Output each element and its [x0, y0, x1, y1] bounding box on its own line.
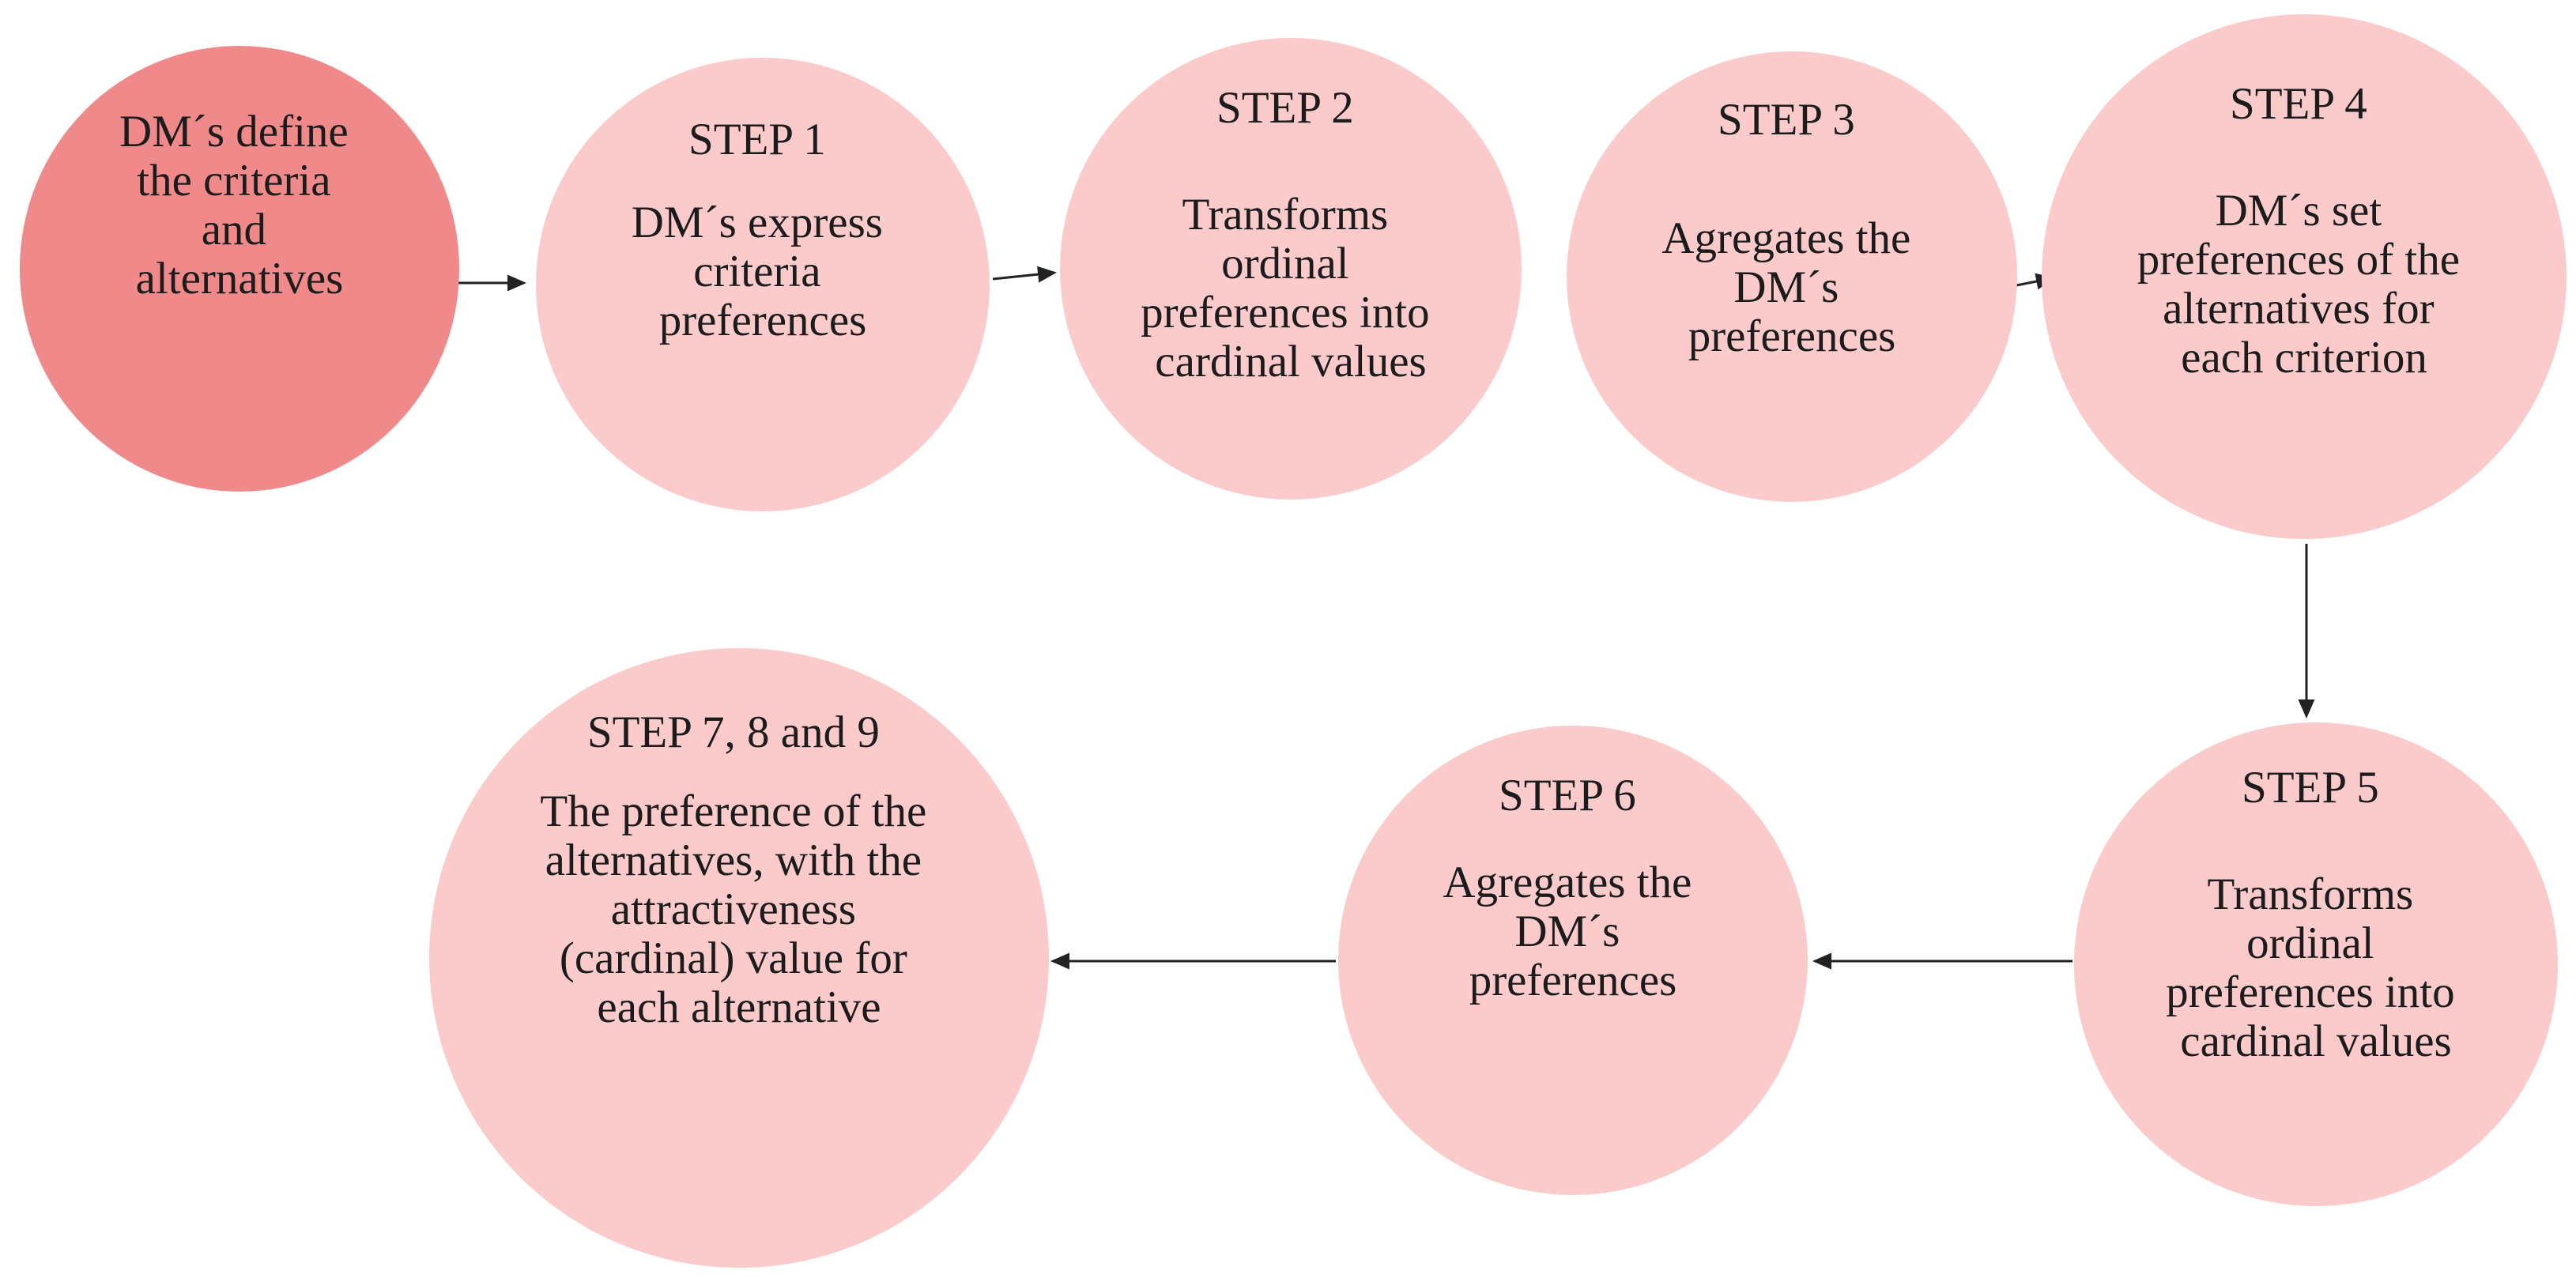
- node-step4-line: DM´s set: [2216, 186, 2382, 236]
- node-define-line: alternatives: [136, 254, 344, 304]
- node-step2-line: cardinal values: [1155, 337, 1426, 386]
- node-step2-title: STEP 2: [1216, 83, 1354, 133]
- node-define-line: the criteria: [137, 156, 330, 205]
- node-step789-circle: [429, 648, 1049, 1268]
- node-step5-circle: [2074, 722, 2558, 1206]
- node-step6-line: DM´s: [1514, 907, 1620, 956]
- node-define-circle: [20, 46, 459, 492]
- node-step3-title: STEP 3: [1718, 95, 1855, 145]
- node-step4-title: STEP 4: [2230, 79, 2367, 129]
- node-step2-line: ordinal: [1221, 239, 1348, 288]
- node-step789-line: each alternative: [597, 982, 881, 1032]
- node-step5-line: ordinal: [2246, 918, 2374, 968]
- node-step1-label: STEP 1 DM´s express criteria preferences: [632, 115, 894, 345]
- node-step789: STEP 7, 8 and 9 The preference of the al…: [429, 648, 1049, 1268]
- node-step2-line: Transforms: [1182, 190, 1388, 239]
- node-step4-line: preferences of the: [2137, 235, 2460, 285]
- node-step6: STEP 6 Agregates the DM´s preferences: [1338, 726, 1808, 1195]
- node-step4: STEP 4 DM´s set preferences of the alter…: [2042, 14, 2567, 539]
- node-step1-title: STEP 1: [688, 115, 826, 164]
- node-step6-circle: [1338, 726, 1808, 1195]
- node-step6-title: STEP 6: [1499, 771, 1636, 820]
- node-step6-label: STEP 6 Agregates the DM´s preferences: [1443, 771, 1703, 1005]
- node-step5-line: cardinal values: [2180, 1016, 2451, 1066]
- node-step4-line: each criterion: [2181, 333, 2427, 383]
- node-step5-line: preferences into: [2166, 967, 2455, 1017]
- node-step5: STEP 5 Transforms ordinal preferences in…: [2074, 722, 2558, 1206]
- node-step3-line: Agregates the: [1661, 213, 1910, 263]
- node-step6-line: Agregates the: [1443, 858, 1692, 907]
- node-step1: STEP 1 DM´s express criteria preferences: [536, 58, 990, 511]
- node-step2-circle: [1060, 38, 1522, 500]
- node-define-line: and: [202, 205, 266, 255]
- node-step789-line: The preference of the: [540, 786, 926, 836]
- node-step2-line: preferences into: [1141, 288, 1430, 337]
- connector-step1-to-step2: [992, 266, 1057, 283]
- node-define-line: DM´s define: [119, 107, 349, 156]
- node-step789-label: STEP 7, 8 and 9 The preference of the al…: [540, 707, 937, 1032]
- node-step4-circle: [2042, 14, 2567, 539]
- node-step1-circle: [536, 58, 990, 511]
- node-define-label: DM´s define the criteria and alternative…: [119, 107, 360, 304]
- node-step2: STEP 2 Transforms ordinal preferences in…: [1060, 38, 1522, 500]
- node-step3-label: STEP 3 Agregates the DM´s preferences: [1661, 95, 1922, 361]
- node-step4-label: STEP 4 DM´s set preferences of the alter…: [2137, 79, 2472, 383]
- node-step5-title: STEP 5: [2242, 763, 2379, 813]
- node-step3: STEP 3 Agregates the DM´s preferences: [1567, 51, 2017, 502]
- node-step1-line: DM´s express: [632, 198, 883, 247]
- node-step789-line: (cardinal) value for: [560, 933, 907, 983]
- node-step789-line: alternatives, with the: [545, 835, 922, 885]
- node-step2-label: STEP 2 Transforms ordinal preferences in…: [1141, 83, 1441, 386]
- node-step5-label: STEP 5 Transforms ordinal preferences in…: [2166, 763, 2466, 1066]
- node-step6-line: preferences: [1469, 956, 1677, 1005]
- node-define: DM´s define the criteria and alternative…: [20, 46, 459, 492]
- node-step1-line: criteria: [693, 247, 820, 296]
- node-step3-line: preferences: [1688, 311, 1896, 361]
- node-step1-line: preferences: [659, 296, 867, 345]
- node-step3-circle: [1567, 51, 2017, 502]
- node-step3-line: DM´s: [1733, 262, 1839, 312]
- node-step5-line: Transforms: [2207, 869, 2413, 919]
- node-step789-line: attractiveness: [611, 884, 856, 934]
- node-step4-line: alternatives for: [2163, 284, 2434, 334]
- node-step789-title: STEP 7, 8 and 9: [587, 707, 880, 757]
